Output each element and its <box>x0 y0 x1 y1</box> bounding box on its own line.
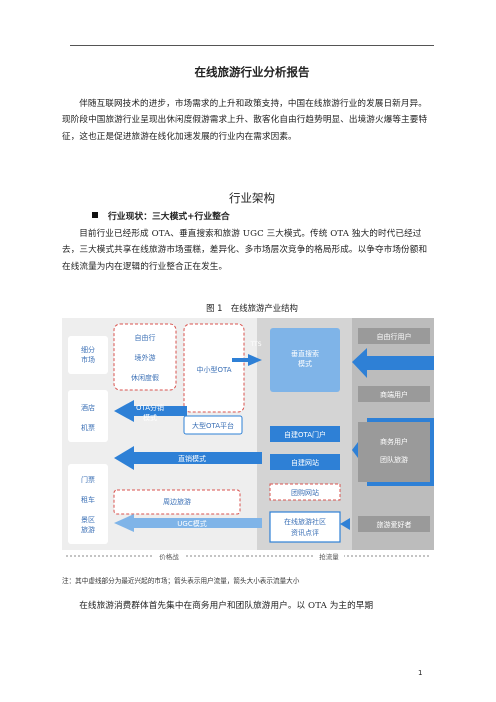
node-small-ota: 中小型OTA <box>196 365 231 374</box>
left-block-hotel <box>68 390 108 442</box>
vertical-search-box <box>270 328 340 392</box>
user-label-5: 旅游爱好者 <box>377 520 412 529</box>
node-group-buying: 团购网站 <box>291 488 319 497</box>
axis-label-right: 抢流量 <box>319 552 339 561</box>
label-gate: 门票 <box>81 475 95 484</box>
user-label-2: 商端用户 <box>380 390 408 399</box>
self-site-box <box>270 454 340 470</box>
small-ota-dashed-box <box>183 323 245 413</box>
self-ota-portal-box <box>270 426 340 442</box>
axis-label-left: 价格战 <box>159 552 179 561</box>
node-ugc: UGC模式 <box>177 519 206 528</box>
bullet-square-icon <box>92 212 98 218</box>
user-box-2 <box>358 386 430 402</box>
node-community-2: 资讯点评 <box>291 528 319 537</box>
page-title: 在线旅游行业分析报告 <box>194 65 310 79</box>
label-niche-1: 细分 <box>81 345 95 354</box>
user-label-3: 商务用户 <box>380 437 408 446</box>
subheading: 行业现状：三大模式+行业整合 <box>92 209 230 222</box>
community-box <box>269 511 341 543</box>
niche-item-1: 自由行 <box>135 333 156 342</box>
free-traveler-arrow <box>352 348 434 378</box>
niche-dashed-box <box>113 323 177 391</box>
subheading-text: 行业现状：三大模式+行业整合 <box>108 212 230 222</box>
user-box-5 <box>358 516 430 532</box>
user-box-1 <box>358 328 430 344</box>
node-large-ota: 大型OTA平台 <box>192 421 234 430</box>
label-niche-2: 市场 <box>81 355 95 364</box>
body-paragraph-3: 在线旅游消费群体首先集中在商务用户和团队旅游用户。以 OTA 为主的早期 <box>79 601 374 611</box>
label-travel: 旅游 <box>81 525 95 534</box>
left-block-niche <box>68 336 108 374</box>
node-self-ota: 自建OTA门户 <box>284 430 326 439</box>
page-number: 1 <box>418 669 423 677</box>
user-label-4: 团队旅游 <box>380 455 408 464</box>
ugc-mode-arrow <box>114 514 262 532</box>
ota-distribution-arrow <box>114 400 187 422</box>
group-buying-box <box>269 483 341 501</box>
label-hotel: 酒店 <box>81 403 95 412</box>
section-heading: 行业架构 <box>229 191 275 205</box>
nearby-travel-box <box>113 489 241 515</box>
user-box-3 <box>358 422 430 482</box>
intro-paragraph: 伴随互联网技术的进步，市场需求的上升和政策支持，中国在线旅游行业的发展日新月异。… <box>62 99 428 142</box>
niche-item-2: 境外游 <box>135 353 156 362</box>
user-label-1: 自由行用户 <box>377 332 412 341</box>
left-block-tickets <box>68 464 108 544</box>
node-self-site: 自建网站 <box>291 458 319 467</box>
node-direct: 直销模式 <box>178 454 206 463</box>
label-ticket: 机票 <box>81 423 95 432</box>
large-ota-box <box>183 415 243 435</box>
node-community-1: 在线旅游社区 <box>284 517 326 526</box>
niche-item-3: 休闲度假 <box>131 373 159 382</box>
industry-structure-diagram: 细分 市场 酒店 机票 门票 租车 景区 旅游 自由行 境外游 休闲度假 中小型… <box>62 318 434 561</box>
body-paragraph-2: 目前行业已经形成 OTA、垂直搜索和旅游 UGC 三大模式。传统 OTA 独大的… <box>62 229 428 272</box>
figure-caption: 图 1 在线旅游产业结构 <box>206 303 298 313</box>
node-vertical-search-2: 模式 <box>298 359 312 368</box>
node-tts: TTS <box>249 341 261 348</box>
tts-arrow <box>232 354 262 366</box>
node-vertical-search-1: 垂直搜索 <box>291 349 319 358</box>
figure-note: 注：其中虚线部分为最近兴起的市场；箭头表示用户流量，箭头大小表示流量大小 <box>62 577 300 585</box>
node-nearby: 周边旅游 <box>163 497 191 506</box>
ugc-user-arrow <box>340 518 350 530</box>
header-rule <box>70 45 434 46</box>
label-car: 租车 <box>81 495 95 504</box>
direct-mode-arrow <box>114 446 262 470</box>
node-ota-distribution-2: 模式 <box>143 413 157 422</box>
node-ota-distribution-1: OTA分销 <box>136 403 164 412</box>
label-scenic: 景区 <box>81 516 95 524</box>
